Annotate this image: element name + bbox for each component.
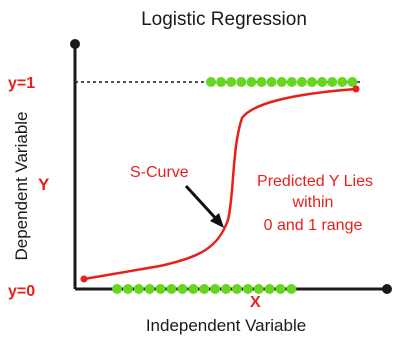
- curve-start-dot: [80, 275, 88, 283]
- top-data-point: [256, 77, 267, 87]
- diagram-title: Logistic Regression: [141, 9, 307, 30]
- bottom-data-point: [242, 284, 253, 294]
- annotation-line-3: 0 and 1 range: [264, 217, 363, 234]
- bottom-data-point: [253, 284, 264, 294]
- bottom-data-point: [144, 284, 155, 294]
- bottom-row-points: [112, 284, 297, 294]
- bottom-data-point: [122, 284, 133, 294]
- top-data-point: [317, 77, 328, 87]
- top-data-point: [327, 77, 338, 87]
- bottom-data-point: [199, 284, 210, 294]
- y0-label: y=0: [8, 283, 35, 300]
- top-data-point: [236, 77, 247, 87]
- x-axis-label: Independent Variable: [146, 316, 306, 335]
- bottom-data-point: [155, 284, 166, 294]
- top-data-point: [216, 77, 227, 87]
- bottom-data-point: [264, 284, 275, 294]
- top-data-point: [337, 77, 348, 87]
- top-data-point: [226, 77, 237, 87]
- bottom-data-point: [188, 284, 199, 294]
- annotation-line-1: Predicted Y Lies: [257, 173, 373, 190]
- top-data-point: [206, 77, 216, 87]
- top-data-point: [286, 77, 297, 87]
- top-data-point: [276, 77, 287, 87]
- bottom-data-point: [166, 284, 177, 294]
- y-axis-letter: Y: [38, 175, 50, 194]
- top-data-point: [307, 77, 317, 87]
- curve-end-dot: [352, 85, 360, 93]
- top-data-point: [347, 77, 358, 87]
- bottom-data-point: [177, 284, 188, 294]
- bottom-data-point: [286, 284, 297, 294]
- y-axis-label: Dependent Variable: [12, 111, 31, 260]
- s-curve-label: S-Curve: [130, 164, 189, 181]
- top-data-point: [266, 77, 277, 87]
- x-axis-end-dot: [382, 284, 392, 294]
- x-axis-letter: X: [250, 294, 261, 311]
- y-axis-end-dot: [70, 39, 80, 49]
- top-row-points: [206, 77, 358, 87]
- s-curve-pointer-arrowhead: [210, 213, 224, 228]
- top-data-point: [246, 77, 257, 87]
- s-curve-pointer-arrow: [184, 184, 221, 224]
- bottom-data-point: [133, 284, 144, 294]
- bottom-data-point: [275, 284, 286, 294]
- y1-label: y=1: [8, 75, 35, 92]
- top-data-point: [296, 77, 307, 87]
- bottom-data-point: [112, 284, 122, 294]
- bottom-data-point: [210, 284, 221, 294]
- bottom-data-point: [231, 284, 242, 294]
- s-curve-line: [82, 87, 358, 281]
- bottom-data-point: [221, 284, 231, 294]
- annotation-line-2: within: [292, 194, 334, 211]
